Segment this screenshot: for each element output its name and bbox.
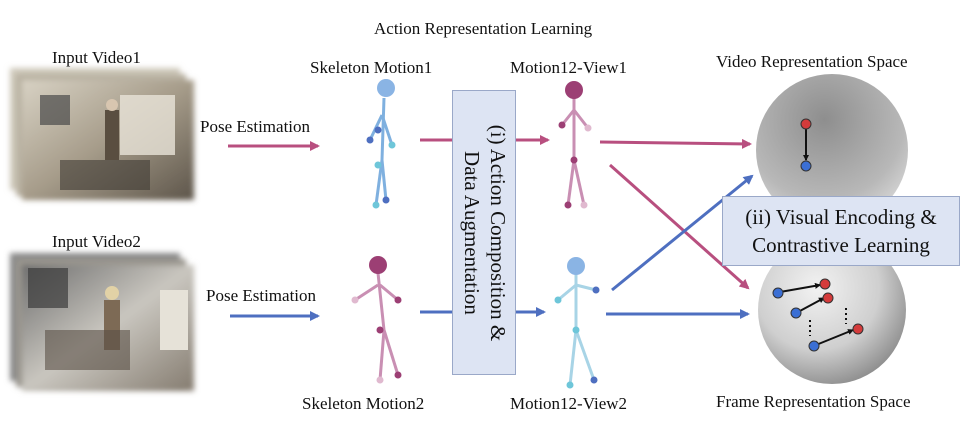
pose-estimation-label-2: Pose Estimation <box>206 286 317 305</box>
skeleton-motion2-label: Skeleton Motion2 <box>302 394 425 413</box>
video1-frames <box>10 68 194 200</box>
frame-space-label: Frame Representation Space <box>716 392 911 411</box>
encode-arrow-pink-video <box>599 138 752 149</box>
action-composition-line2: Data Augmentation <box>460 151 484 315</box>
action-composition-box: (i) Action Composition & Data Augmentati… <box>452 90 516 375</box>
visual-encoding-line1: (ii) Visual Encoding & <box>745 205 937 229</box>
skeleton-motion1-label: Skeleton Motion1 <box>310 58 433 77</box>
motion-view2-figure <box>554 257 600 389</box>
frame-representation-sphere <box>758 236 906 384</box>
action-composition-label: (i) Action Composition & Data Augmentati… <box>459 125 511 341</box>
video-space-label: Video Representation Space <box>716 52 908 71</box>
encode-arrow-blue-video <box>611 174 754 292</box>
encode-arrow-pink-frame <box>609 163 750 290</box>
skeleton-motion2-figure <box>351 256 402 384</box>
input-video2-label: Input Video2 <box>52 232 141 251</box>
pose-estimation-label-1: Pose Estimation <box>200 117 311 136</box>
motion-view2-label: Motion12-View2 <box>510 394 628 413</box>
input-video1-label: Input Video1 <box>52 48 141 67</box>
visual-encoding-line2: Contrastive Learning <box>752 233 930 257</box>
skeleton-motion1-figure <box>366 79 396 209</box>
motion-view1-figure <box>558 81 592 209</box>
action-composition-line1: (i) Action Composition & <box>486 124 510 342</box>
motion-view1-label: Motion12-View1 <box>510 58 628 77</box>
video-representation-sphere <box>756 74 908 226</box>
visual-encoding-box: (ii) Visual Encoding & Contrastive Learn… <box>722 196 960 266</box>
video2-frames <box>10 253 194 391</box>
diagram-title: Action Representation Learning <box>374 19 593 38</box>
